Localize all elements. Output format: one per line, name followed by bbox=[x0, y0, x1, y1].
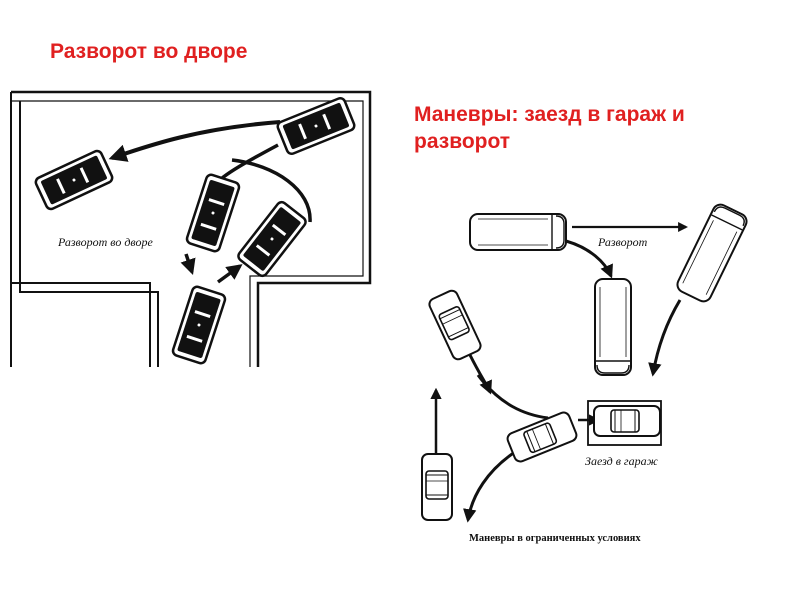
van-icon bbox=[469, 213, 567, 251]
car-icon bbox=[426, 287, 484, 363]
yard-diagram: Разворот во дворе bbox=[10, 90, 372, 367]
caption-maneuvers: Маневры в ограниченных условиях bbox=[469, 533, 641, 544]
car-icon bbox=[184, 172, 242, 254]
yard-wall bbox=[11, 90, 372, 367]
car-icon bbox=[235, 198, 309, 280]
van-icon bbox=[673, 200, 751, 306]
garage-outline bbox=[587, 400, 662, 446]
car-icon bbox=[593, 405, 661, 437]
caption-turn: Разворот bbox=[597, 235, 648, 249]
car-icon bbox=[504, 409, 580, 465]
title-yard-turn: Разворот во дворе bbox=[50, 40, 248, 63]
car-icon bbox=[170, 284, 228, 366]
yard-path-arrow bbox=[231, 158, 312, 223]
yard-wall-left bbox=[10, 92, 159, 367]
garage-diagram: Разворот Заезд в гараж Маневры в огранич… bbox=[421, 200, 751, 544]
turn-path-arrow bbox=[648, 299, 682, 377]
turn-path-arrow bbox=[565, 239, 613, 279]
yard-wall-inner bbox=[11, 100, 364, 367]
car-icon bbox=[421, 453, 453, 521]
van-icon bbox=[594, 278, 632, 376]
garage-path-arrow bbox=[476, 374, 549, 420]
caption-yard-turn: Разворот во дворе bbox=[57, 235, 153, 249]
title-maneuvers: Маневры: заезд в гараж и разворот bbox=[414, 103, 685, 153]
yard-path-arrow bbox=[108, 120, 281, 162]
car-icon bbox=[32, 148, 116, 212]
caption-garage-entry: Заезд в гараж bbox=[585, 454, 658, 468]
yard-path-arrow bbox=[180, 253, 196, 275]
garage-path-arrow bbox=[463, 450, 516, 523]
car-icon bbox=[275, 95, 357, 157]
yard-path-arrow bbox=[216, 264, 243, 284]
